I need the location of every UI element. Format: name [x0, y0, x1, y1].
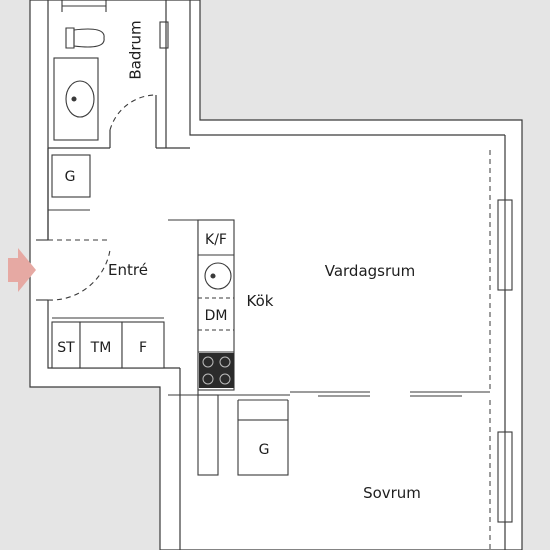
fixture-label-dm: DM — [205, 308, 228, 324]
entry-door — [36, 239, 111, 301]
room-label-vardagsrum: Vardagsrum — [325, 262, 416, 280]
bath-wall-cabinet — [159, 21, 169, 49]
closet-top — [51, 154, 91, 198]
bathroom-walls — [109, 0, 167, 148]
room-label-kok: Kök — [247, 292, 274, 310]
fixture-label-kf: K/F — [205, 232, 227, 248]
bedroom-wardrobe — [197, 394, 289, 476]
bathroom-door-swing — [109, 94, 157, 131]
fixture-label-f: F — [139, 340, 147, 356]
window-living — [497, 199, 513, 291]
outer-walls — [29, 0, 523, 550]
window-bedroom — [497, 431, 513, 523]
shower-rail — [61, 0, 107, 12]
fixture-label-closet-bottom: G — [259, 442, 270, 458]
bathroom-fixtures — [53, 0, 169, 141]
toilet-icon — [65, 27, 105, 49]
storage-row — [51, 321, 165, 369]
sink-icon — [53, 57, 99, 141]
room-label-sovrum: Sovrum — [363, 484, 421, 502]
fixture-label-st: ST — [57, 340, 75, 356]
room-label-badrum: Badrum — [127, 20, 145, 79]
room-label-entre: Entré — [108, 261, 148, 279]
entry-arrow-icon — [8, 248, 36, 292]
fixture-label-tm: TM — [90, 340, 112, 356]
kitchen-sink-icon — [204, 262, 232, 290]
stove-icon — [199, 353, 234, 388]
fixture-label-closet-top: G — [65, 169, 76, 185]
